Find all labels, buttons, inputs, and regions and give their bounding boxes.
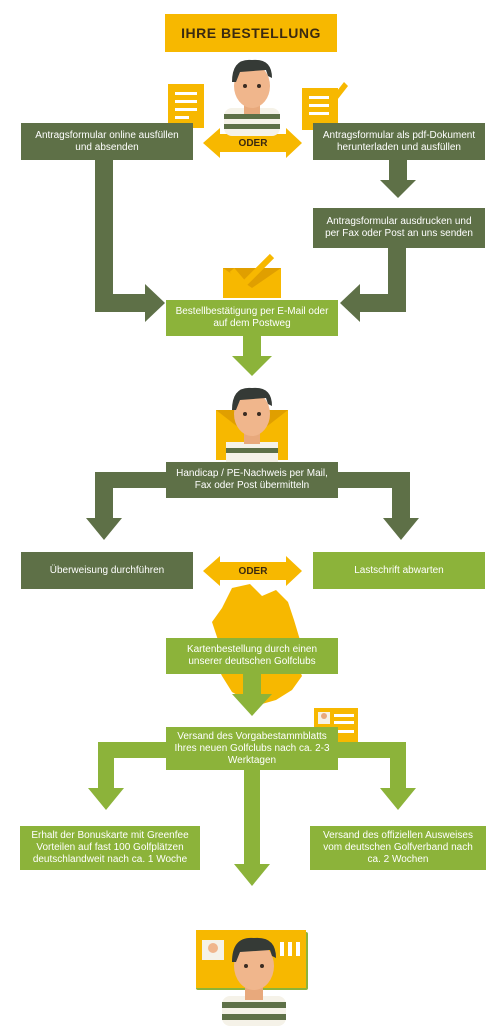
step-handicap: Handicap / PE-Nachweis per Mail, Fax ode… (166, 462, 338, 498)
person-card-icon (196, 930, 308, 1026)
oder-arrow-middle (203, 556, 302, 586)
page-title: IHRE BESTELLUNG (165, 14, 337, 52)
step-online-form: Antragsformular online ausfüllen und abs… (21, 123, 193, 160)
step-direct-debit: Lastschrift abwarten (313, 552, 485, 589)
document-icon (168, 84, 204, 128)
person-avatar-icon (224, 59, 280, 136)
step-print-send: Antragsformular ausdrucken und per Fax o… (313, 208, 485, 248)
dark-arrows (86, 160, 419, 540)
step-confirmation: Bestellbestätigung per E-Mail oder auf d… (166, 300, 338, 336)
step-transfer: Überweisung durchführen (21, 552, 193, 589)
step-official-id: Versand des offiziellen Ausweises vom de… (310, 826, 486, 870)
step-pdf-download: Antragsformular als pdf-Dokument herunte… (313, 123, 485, 160)
oder-label-middle: ODER (238, 565, 268, 577)
step-shipping-sheet: Versand des Vorgabestammblatts Ihres neu… (166, 727, 338, 770)
step-card-order: Kartenbestellung durch einen unserer deu… (166, 638, 338, 674)
oder-arrow-top (203, 128, 302, 158)
envelope-check-icon (223, 253, 281, 298)
step-bonus-card: Erhalt der Bonuskarte mit Greenfee Vorte… (20, 826, 200, 870)
oder-label-top: ODER (238, 137, 268, 149)
light-arrows (88, 336, 416, 886)
person-envelope-icon (216, 387, 288, 462)
